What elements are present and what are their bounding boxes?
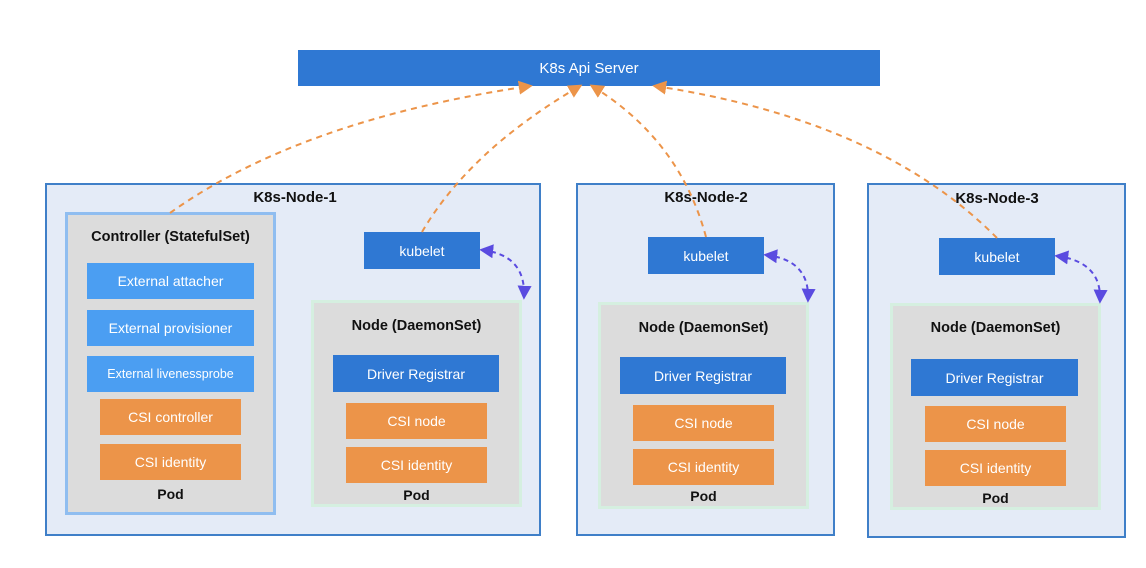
node-3-kubelet: kubelet (939, 238, 1055, 275)
kubelet-label: kubelet (974, 248, 1020, 265)
container-label: CSI node (674, 415, 733, 431)
node-3-kubelet-to-api-arrow (652, 80, 998, 239)
controller-pod-title: Controller (StatefulSet) (91, 229, 250, 245)
node-2-kubelet: kubelet (648, 237, 764, 274)
daemonset-pod-footer: Pod (403, 487, 430, 503)
container-label: CSI identity (667, 459, 740, 475)
external-livenessprobe-container: External livenessprobe (87, 356, 254, 392)
csi-identity-container: CSI identity (633, 449, 774, 485)
container-label: CSI identity (134, 454, 207, 470)
daemonset-pod-footer: Pod (690, 488, 717, 504)
container-label: External livenessprobe (107, 367, 234, 381)
api-server-label: K8s Api Server (539, 59, 639, 77)
container-label: CSI identity (959, 460, 1032, 476)
csi-node-container: CSI node (633, 405, 774, 441)
driver-registrar-container: Driver Registrar (620, 357, 786, 394)
driver-registrar-container: Driver Registrar (911, 359, 1078, 396)
kubelet-label: kubelet (683, 247, 729, 264)
node-2-kubelet-to-api-arrow (589, 84, 707, 238)
container-label: Driver Registrar (366, 365, 465, 382)
container-label: Driver Registrar (653, 367, 752, 384)
container-label: CSI identity (380, 457, 453, 473)
csi-controller-container: CSI controller (100, 399, 241, 435)
container-label: Driver Registrar (945, 369, 1044, 386)
daemonset-pod-footer: Pod (982, 490, 1009, 506)
node-2-kubelet-pod-arrow (763, 249, 816, 303)
node-1-kubelet-to-api-arrow (421, 84, 583, 233)
container-label: CSI node (966, 416, 1025, 432)
container-label: CSI controller (128, 409, 213, 425)
csi-identity-container: CSI identity (925, 450, 1066, 486)
api-server-box: K8s Api Server (298, 50, 880, 86)
controller-to-api-arrow (169, 80, 533, 214)
container-label: External attacher (117, 273, 224, 289)
daemonset-pod-title: Node (DaemonSet) (351, 318, 482, 334)
csi-identity-container: CSI identity (100, 444, 241, 480)
daemonset-pod-title: Node (DaemonSet) (638, 320, 769, 336)
external-provisioner-container: External provisioner (87, 310, 254, 346)
driver-registrar-container: Driver Registrar (333, 355, 499, 392)
node-1-kubelet-pod-arrow (479, 244, 532, 300)
node-3-kubelet-pod-arrow (1054, 250, 1108, 304)
csi-identity-container: CSI identity (346, 447, 487, 483)
node-3-title: K8s-Node-3 (955, 190, 1039, 207)
node-1-title: K8s-Node-1 (253, 189, 337, 206)
kubelet-label: kubelet (399, 242, 445, 259)
container-label: External provisioner (108, 320, 233, 336)
container-label: CSI node (387, 413, 446, 429)
controller-pod-footer: Pod (157, 486, 184, 502)
daemonset-pod-title: Node (DaemonSet) (930, 320, 1061, 336)
external-attacher-container: External attacher (87, 263, 254, 299)
node-1-kubelet: kubelet (364, 232, 480, 269)
csi-node-container: CSI node (346, 403, 487, 439)
node-2-title: K8s-Node-2 (664, 189, 748, 206)
csi-node-container: CSI node (925, 406, 1066, 442)
